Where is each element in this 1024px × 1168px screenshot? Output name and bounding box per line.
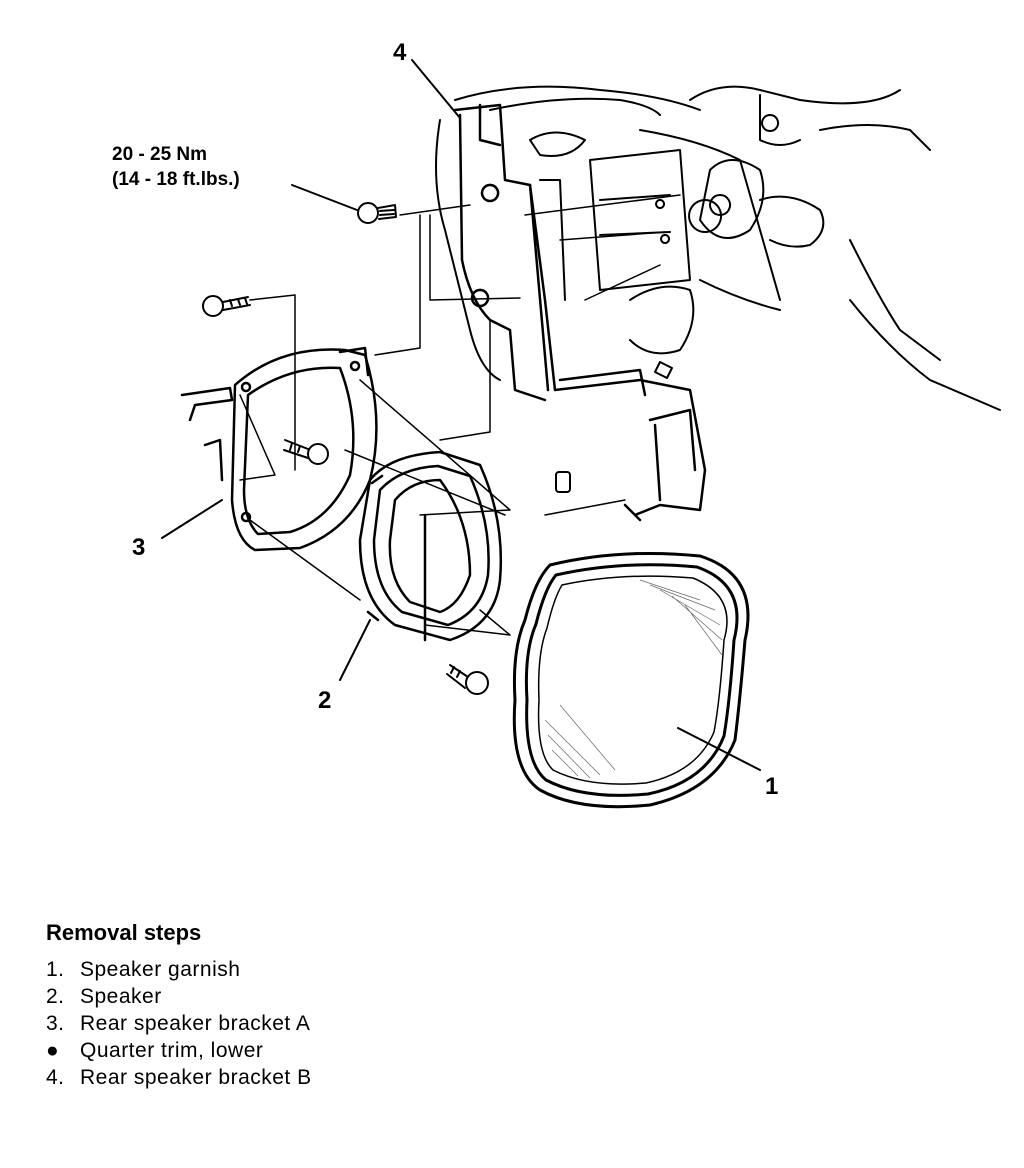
step-text: Quarter trim, lower [80,1039,264,1062]
callout-1: 1 [765,773,778,800]
list-item: ● Quarter trim, lower [46,1037,566,1064]
callout-2: 2 [318,687,331,714]
callout-3: 3 [132,534,145,561]
step-marker: 4. [46,1066,65,1089]
removal-steps-list: 1. Speaker garnish 2. Speaker 3. Rear speak… [46,956,566,1091]
speaker-garnish [512,551,750,809]
step-marker: 3. [46,1012,65,1035]
list-item: 2. Speaker [46,983,566,1010]
removal-steps-title: Removal steps [46,920,202,945]
vehicle-body-structure [435,85,1001,411]
step-text: Speaker [80,985,162,1008]
step-marker: 2. [46,985,65,1008]
step-text: Rear speaker bracket B [80,1066,312,1089]
speaker [358,450,503,642]
assembly-guide-lines [239,194,681,636]
step-marker: 1. [46,958,65,981]
torque-spec-ftlbs: (14 - 18 ft.lbs.) [112,169,240,190]
callout-4: 4 [393,39,407,66]
small-clip-screw [555,361,673,493]
upper-screw [202,295,251,317]
step-marker: ● [46,1039,60,1062]
list-item: 3. Rear speaker bracket A [46,1010,566,1037]
garnish-grille-texture [544,579,723,779]
bracket-bolt [357,202,397,224]
speaker-exploded-diagram: 20 - 25 Nm (14 - 18 ft.lbs.) 4 3 2 1 [112,39,1001,809]
step-text: Speaker garnish [80,958,241,981]
list-item: 4. Rear speaker bracket B [46,1064,566,1091]
callout-leaders [161,59,761,771]
rear-speaker-bracket-b [453,103,707,522]
removal-steps: Removal steps 1. Speaker garnish 2. Speake… [46,920,566,1091]
bracket-a-screw [283,439,329,465]
list-item: 1. Speaker garnish [46,956,566,983]
step-text: Rear speaker bracket A [80,1012,311,1035]
torque-spec-nm: 20 - 25 Nm [112,144,207,165]
rear-speaker-bracket-a [180,346,378,552]
speaker-screw [446,664,489,695]
